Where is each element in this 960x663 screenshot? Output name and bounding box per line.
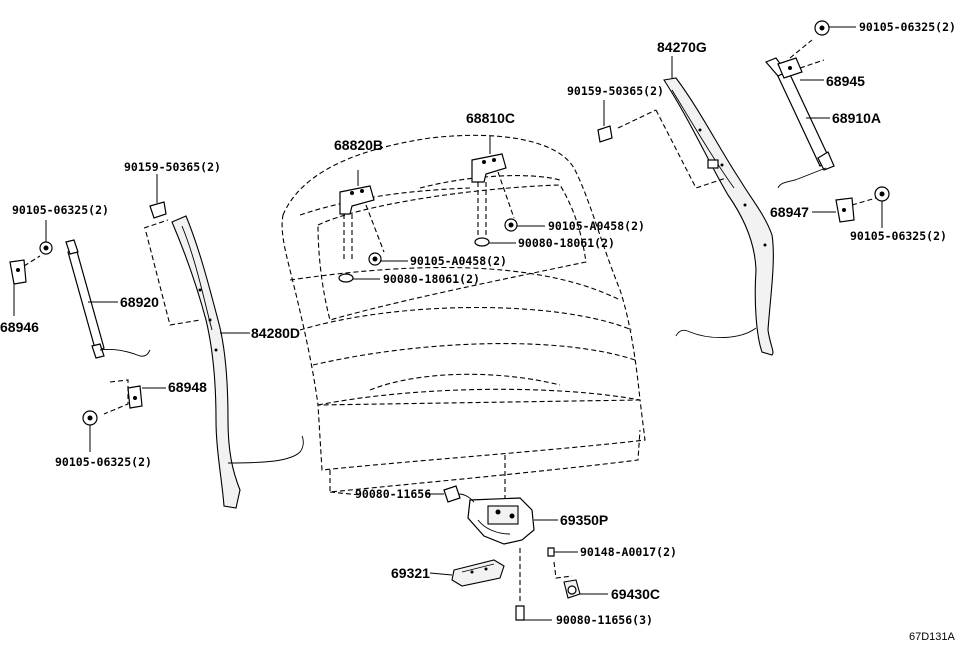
label-screw-cylinder: 90148-A0017(2): [580, 545, 677, 559]
label-68946: 68946: [0, 319, 39, 335]
label-nut-hinge-rh: 90080-18061(2): [518, 236, 615, 250]
bracket-upper-rh-part: [777, 20, 856, 81]
outside-handle-part: [429, 548, 552, 621]
damper-lh-part: [65, 239, 151, 359]
label-68910A: 68910A: [832, 110, 881, 126]
reference-code: 67D131A: [909, 631, 956, 643]
weatherstrip-rh-part: [617, 56, 774, 356]
label-clip-rh: 90159-50365(2): [567, 84, 664, 98]
label-84280D: 84280D: [251, 325, 300, 341]
clip-rh-part: [597, 100, 613, 143]
label-bolt-left-upper: 90105-06325(2): [12, 203, 109, 217]
label-nut-hinge-lh: 90080-18061(2): [383, 272, 480, 286]
label-68920: 68920: [120, 294, 159, 310]
label-clip-lh: 90159-50365(2): [124, 160, 221, 174]
label-69350P: 69350P: [560, 512, 608, 528]
label-68810C: 68810C: [466, 110, 515, 126]
damper-rh-part: [764, 57, 835, 189]
bracket-lh-upper-part: [9, 220, 53, 316]
label-bolt-handle: 90080-11656(3): [556, 613, 653, 627]
label-68820B: 68820B: [334, 137, 383, 153]
label-69321: 69321: [391, 565, 430, 581]
lock-cylinder-part: [547, 547, 608, 599]
label-bolt-hinge-rh: 90105-A0458(2): [548, 219, 645, 233]
clip-lh-part: [149, 178, 167, 219]
label-bolt-top-right: 90105-06325(2): [859, 20, 956, 34]
back-door-panel: [281, 134, 646, 500]
lock-assembly-part: [426, 485, 558, 545]
label-68945: 68945: [826, 73, 865, 89]
label-bolt-hinge-lh: 90105-A0458(2): [410, 254, 507, 268]
label-68947: 68947: [770, 204, 809, 220]
hinge-lh-part: [339, 170, 385, 262]
label-84270G: 84270G: [657, 39, 707, 55]
bracket-lower-rh-part: [812, 186, 890, 228]
weatherstrip-lh-part: [143, 215, 304, 509]
label-68948: 68948: [168, 379, 207, 395]
part-labels: 84270G 90105-06325(2) 68945 68910A 90159…: [0, 20, 956, 643]
label-bolt-left-lower: 90105-06325(2): [55, 455, 152, 469]
bracket-lh-lower-part: [82, 379, 166, 452]
label-bolt-right-lower: 90105-06325(2): [850, 229, 947, 243]
label-bolt-lock: 90080-11656: [355, 487, 431, 501]
hinge-rh-part: [471, 136, 515, 236]
hinge-fasteners: [338, 218, 545, 283]
label-69430C: 69430C: [611, 586, 660, 602]
